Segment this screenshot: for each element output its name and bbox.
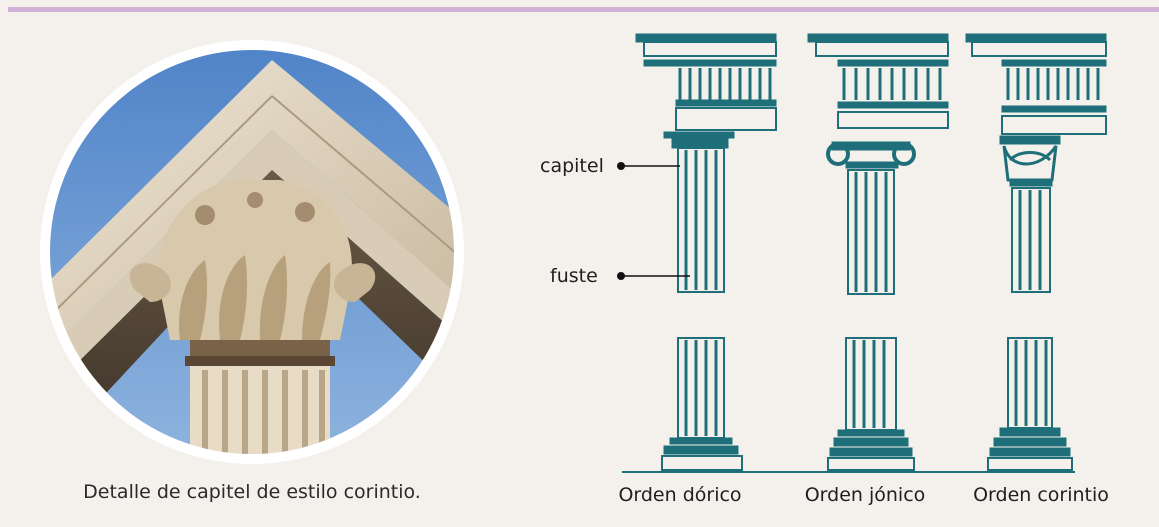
classical-orders-diagram: capitel fuste [540, 20, 1159, 520]
ionic-order-label: Orden jónico [804, 484, 926, 506]
capital-label: capitel [540, 155, 604, 177]
photo-caption: Detalle de capitel de estilo corintio. [83, 481, 421, 503]
top-accent-rule [8, 7, 1159, 12]
corinthian-order-label: Orden corintio [973, 484, 1109, 506]
ionic-column [807, 33, 949, 471]
corinthian-capital-photo [40, 40, 464, 464]
doric-order-label: Orden dórico [618, 484, 742, 506]
capital-callout: capitel [540, 155, 680, 177]
shaft-callout: fuste [550, 265, 690, 287]
shaft-label: fuste [550, 265, 598, 287]
corinthian-column [965, 33, 1107, 471]
doric-column [635, 33, 777, 471]
